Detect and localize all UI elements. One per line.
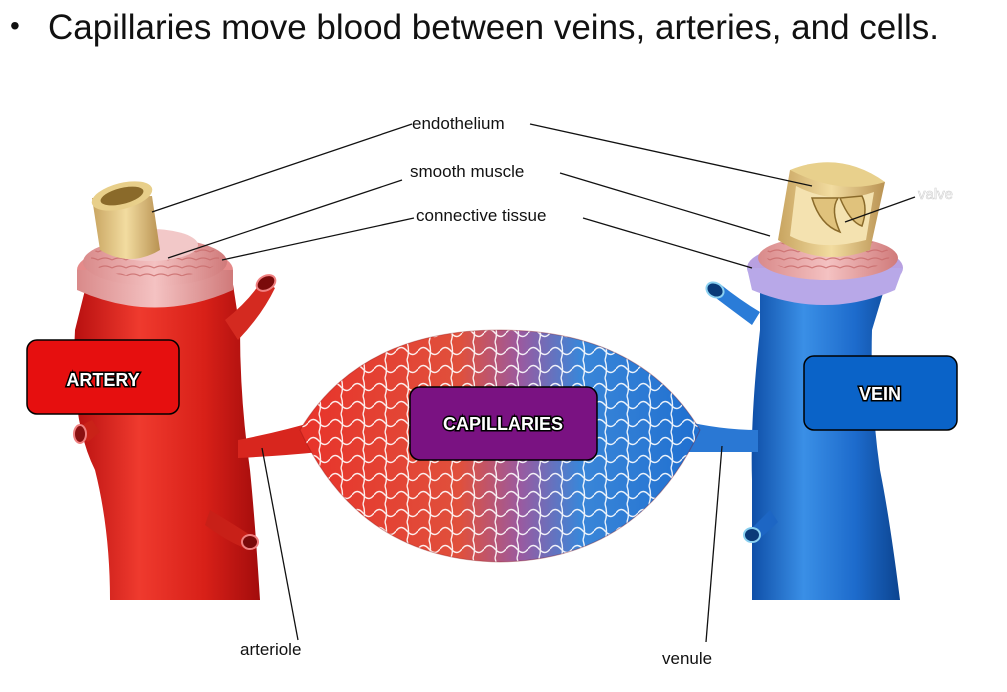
vein-box-label: VEIN [859, 384, 901, 404]
bullet-symbol: • [10, 10, 20, 41]
leader-lines [151, 123, 916, 643]
artery-box: ARTERY [26, 339, 180, 415]
capillaries-box-label: CAPILLARIES [443, 414, 563, 434]
vein-vessel [705, 162, 903, 600]
label-arteriole: arteriole [240, 640, 301, 659]
label-connective-tissue: connective tissue [416, 206, 546, 225]
artery-box-label: ARTERY [66, 370, 139, 390]
label-endothelium: endothelium [412, 114, 505, 133]
label-valve: valve [918, 186, 953, 203]
label-smooth-muscle: smooth muscle [410, 162, 524, 181]
bullet-point: • Capillaries move blood between veins, a… [10, 8, 939, 48]
bullet-text: Capillaries move blood between veins, ar… [48, 8, 940, 47]
label-venule: venule [662, 649, 712, 668]
vein-box: VEIN [803, 355, 958, 431]
capillaries-box: CAPILLARIES [409, 386, 598, 461]
